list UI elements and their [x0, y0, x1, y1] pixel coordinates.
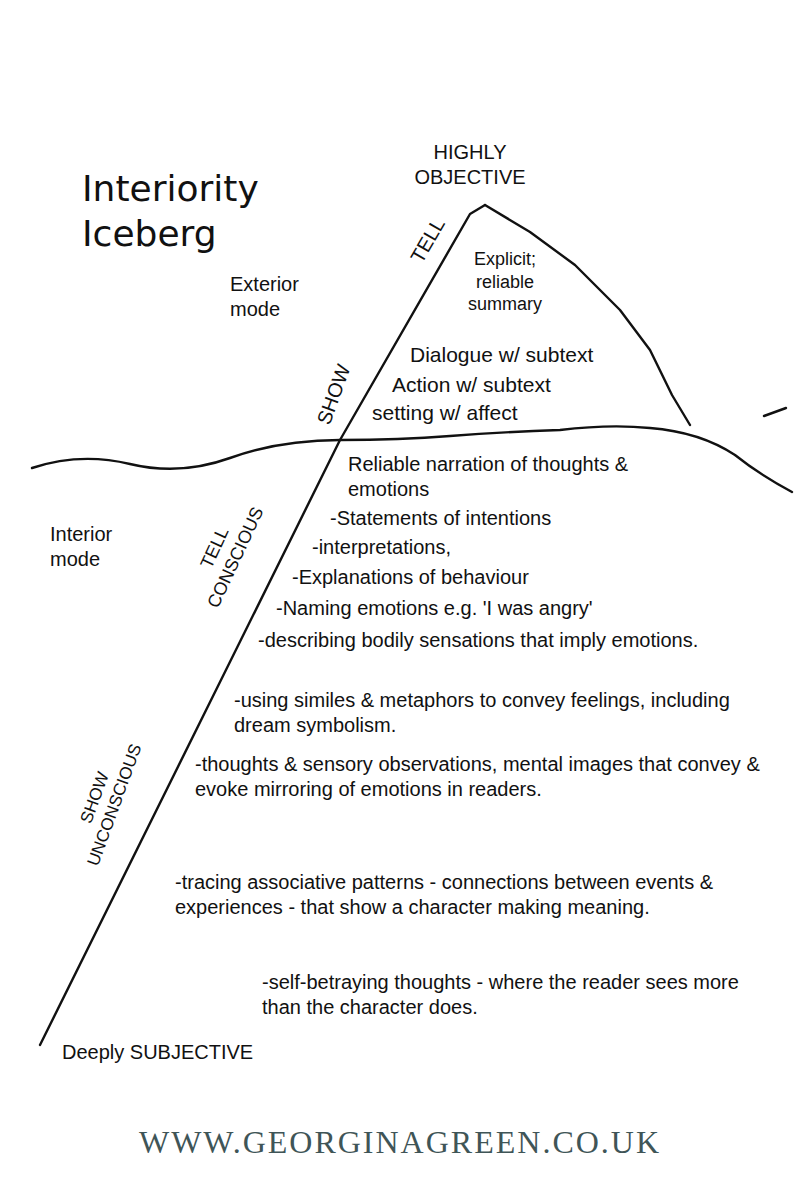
website-watermark: WWW.GEORGINAGREEN.CO.UK: [60, 1122, 740, 1162]
list-item: -self-betraying thoughts - where the rea…: [262, 970, 782, 1020]
water-tick: [764, 408, 786, 416]
iceberg-text: Action w/ subtext: [392, 372, 632, 398]
list-item: -thoughts & sensory observations, mental…: [195, 752, 775, 802]
list-item: -Statements of intentions: [330, 506, 710, 531]
axis-label: Deeply SUBJECTIVE: [62, 1040, 262, 1065]
list-item: -interpretations,: [312, 535, 632, 560]
list-item: -describing bodily sensations that imply…: [258, 628, 778, 653]
mode-label: Interior mode: [50, 522, 165, 572]
title: Interiority Iceberg: [82, 166, 272, 256]
list-item: -tracing associative patterns - connecti…: [175, 870, 780, 920]
list-item: Reliable narration of thoughts & emotion…: [348, 452, 678, 502]
iceberg-left-edge: [40, 205, 485, 1045]
iceberg-text: Dialogue w/ subtext: [410, 342, 650, 368]
list-item: -Explanations of behaviour: [292, 565, 712, 590]
slope-label: TELL CONSCIOUS: [177, 484, 273, 621]
slope-label: TELL: [403, 210, 453, 271]
mode-label: Exterior mode: [230, 272, 350, 322]
axis-label: HIGHLY OBJECTIVE: [390, 140, 550, 190]
list-item: -using similes & metaphors to convey fee…: [234, 688, 784, 738]
list-item: -Naming emotions e.g. 'I was angry': [276, 596, 786, 621]
iceberg-text: setting w/ affect: [372, 400, 612, 426]
slope-label: SHOW UNCONSCIOUS: [63, 733, 148, 870]
iceberg-text: Explicit; reliable summary: [445, 248, 565, 316]
